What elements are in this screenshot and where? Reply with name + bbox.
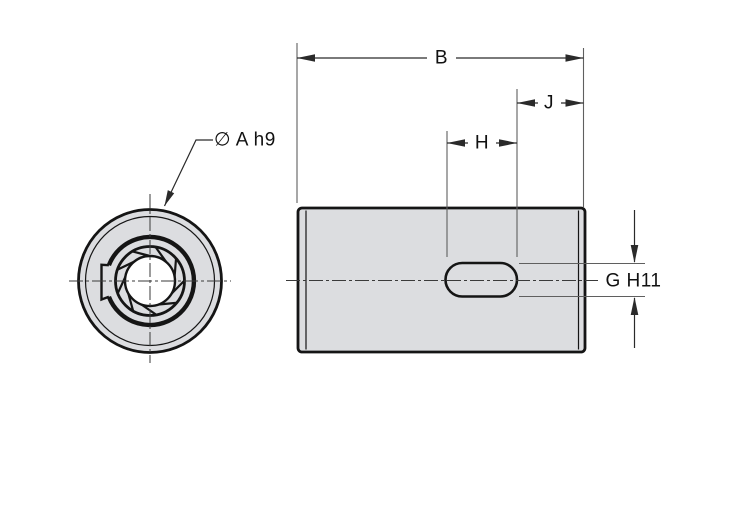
side-view [286, 206, 598, 354]
arrowhead-j-right [565, 99, 584, 107]
ring-gap-slot-edge [100, 263, 110, 302]
arrowhead-b-right [565, 54, 584, 62]
arrowhead-leader [164, 190, 175, 206]
serration-teeth [117, 246, 185, 316]
arrowhead-g-top [630, 245, 639, 263]
dimension-g [630, 210, 639, 348]
arrowhead-h-left [447, 139, 465, 147]
leader-diameter-a [163, 139, 213, 207]
dimensions [163, 43, 645, 348]
dim-label-diameter-a: ∅ A h9 [214, 129, 276, 150]
dim-label-j: J [544, 92, 554, 113]
dim-label-b: B [434, 47, 449, 68]
dimension-h [447, 139, 517, 147]
dimension-b [297, 54, 584, 62]
arrowhead-j-left [517, 99, 535, 107]
dim-label-h: H [474, 132, 490, 153]
arrowhead-g-bottom [630, 297, 639, 315]
front-view [69, 194, 231, 363]
dim-label-g: G H11 [605, 270, 662, 292]
dimension-j [517, 99, 584, 107]
arrowhead-b-left [297, 54, 315, 62]
side-slot [444, 261, 519, 298]
arrowhead-h-right [499, 139, 517, 147]
